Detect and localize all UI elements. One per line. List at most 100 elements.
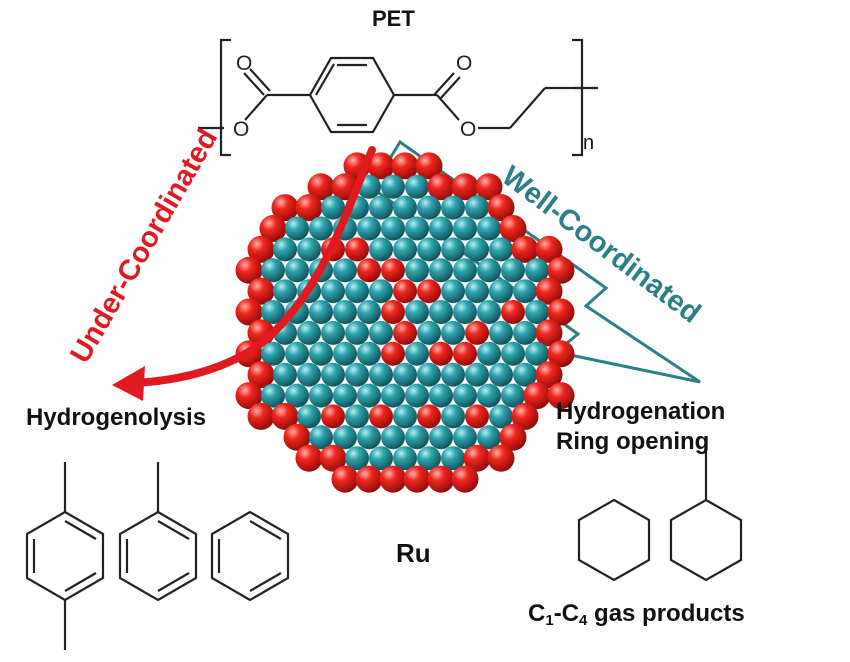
- surface-atom: [429, 341, 453, 366]
- pet-structure: [198, 38, 598, 157]
- benzene-structure: [210, 510, 290, 602]
- core-atom: [297, 404, 321, 429]
- hydrogenation-label: Hydrogenation: [556, 398, 726, 425]
- core-atom: [489, 320, 513, 345]
- surface-atom: [475, 173, 503, 201]
- oxygen-label: O: [236, 52, 252, 75]
- core-atom: [489, 237, 513, 262]
- core-atom: [393, 237, 417, 262]
- surface-atom: [535, 235, 563, 263]
- surface-atom: [465, 404, 489, 429]
- core-atom: [309, 216, 333, 241]
- core-atom: [417, 195, 441, 220]
- core-atom: [405, 216, 429, 241]
- core-atom: [429, 425, 453, 450]
- core-atom: [405, 425, 429, 450]
- aromatic-products: [25, 462, 290, 650]
- core-atom: [417, 362, 441, 387]
- surface-atom: [451, 173, 479, 201]
- surface-atom: [381, 341, 405, 366]
- benzene-ring: [308, 56, 396, 134]
- gas-dash: -C: [553, 600, 580, 627]
- gas-products-label: C1-C4 gas products: [528, 600, 745, 629]
- oxygen-label: O: [456, 52, 472, 75]
- ru-label: Ru: [396, 538, 431, 568]
- core-atom: [285, 258, 309, 283]
- surface-atom: [511, 402, 539, 430]
- core-atom: [489, 279, 513, 304]
- surface-atom: [247, 402, 275, 430]
- core-atom: [513, 362, 537, 387]
- core-atom: [285, 216, 309, 241]
- surface-atom: [453, 341, 477, 366]
- core-atom: [429, 216, 453, 241]
- core-atom: [273, 237, 297, 262]
- core-atom: [393, 446, 417, 471]
- surface-atom: [415, 152, 443, 180]
- core-atom: [429, 300, 453, 324]
- surface-atom: [271, 194, 299, 222]
- gas-sub-1: 1: [545, 612, 554, 629]
- gas-prefix: C: [528, 600, 546, 627]
- core-atom: [321, 195, 345, 220]
- core-atom: [441, 195, 465, 220]
- core-atom: [309, 383, 333, 408]
- surface-atom: [367, 152, 395, 180]
- surface-atom: [451, 465, 479, 493]
- core-atom: [477, 341, 501, 366]
- surface-atom: [345, 237, 369, 262]
- surface-atom: [547, 382, 575, 410]
- core-atom: [477, 300, 501, 324]
- surface-atom: [247, 235, 275, 263]
- surface-atom: [547, 298, 575, 326]
- core-atom: [357, 216, 381, 241]
- oxygen-label: O: [460, 118, 476, 141]
- core-atom: [501, 341, 525, 366]
- core-atom: [357, 425, 381, 450]
- core-atom: [285, 383, 309, 408]
- surface-atom: [499, 215, 527, 242]
- core-atom: [453, 258, 477, 283]
- core-atom: [345, 279, 369, 304]
- core-atom: [489, 362, 513, 387]
- core-atom: [477, 425, 501, 450]
- core-atom: [357, 383, 381, 408]
- core-atom: [309, 341, 333, 366]
- surface-atom: [417, 279, 441, 304]
- core-atom: [501, 258, 525, 283]
- surface-atom: [499, 423, 527, 451]
- core-atom: [369, 195, 393, 220]
- core-atom: [333, 258, 357, 283]
- surface-atom: [379, 465, 407, 493]
- ring-opening-label: Ring opening: [556, 428, 710, 455]
- core-atom: [465, 279, 489, 304]
- oxygen-label: O: [233, 118, 249, 141]
- core-atom: [405, 383, 429, 408]
- core-atom: [369, 237, 393, 262]
- surface-atom: [259, 215, 287, 242]
- core-atom: [261, 300, 285, 324]
- surface-atom: [547, 256, 575, 284]
- core-atom: [477, 258, 501, 283]
- core-atom: [405, 258, 429, 283]
- core-atom: [441, 279, 465, 304]
- surface-atom: [295, 444, 323, 472]
- core-atom: [309, 300, 333, 324]
- core-atom: [417, 320, 441, 345]
- p-xylene-structure: [25, 462, 105, 650]
- core-atom: [369, 279, 393, 304]
- surface-atom: [393, 320, 417, 345]
- methylcyclohexane-structure: [669, 452, 743, 582]
- surface-atom: [487, 444, 515, 472]
- core-atom: [333, 425, 357, 450]
- surface-atom: [523, 382, 551, 410]
- surface-atom: [465, 320, 489, 345]
- core-atom: [453, 216, 477, 241]
- core-atom: [477, 216, 501, 241]
- core-atom: [453, 383, 477, 408]
- core-atom: [381, 425, 405, 450]
- repeat-subscript: n: [583, 132, 595, 154]
- core-atom: [393, 195, 417, 220]
- surface-atom: [403, 465, 431, 493]
